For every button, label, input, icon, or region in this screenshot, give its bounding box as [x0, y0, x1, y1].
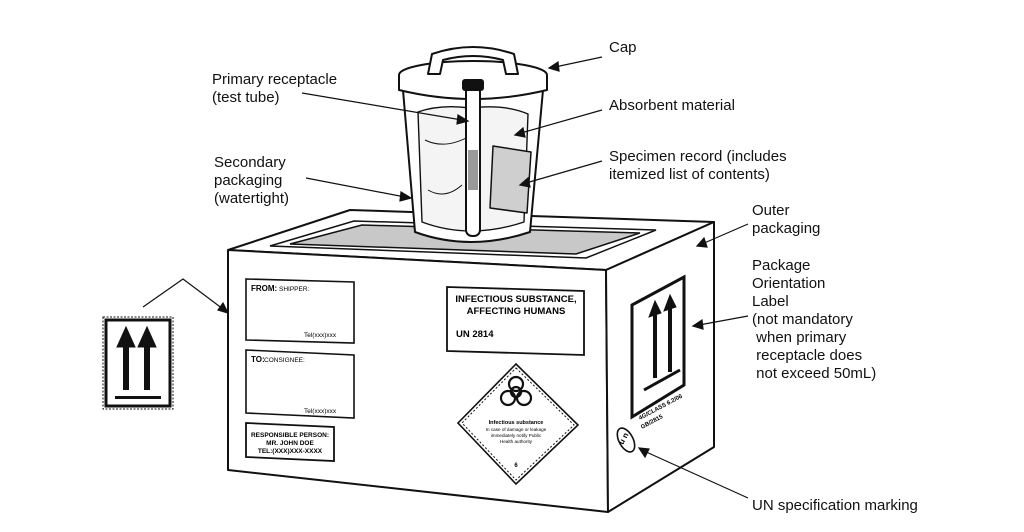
callout-specimen-record: Specimen record (includes itemized list …: [609, 148, 787, 183]
from-sub: SHIPPER:: [279, 286, 310, 293]
diamond-line-4: Health authority: [500, 439, 533, 444]
un-number: UN 2814: [456, 329, 494, 340]
to-label-box: TO: CONSIGNEE: Tel(xxx)xxx: [245, 349, 355, 419]
callout-absorbent-material: Absorbent material: [609, 97, 735, 114]
leader-lines: [142, 56, 749, 499]
callout-un-specification-marking: UN specification marking: [752, 497, 918, 514]
biohazard-icon: [499, 375, 533, 407]
diamond-line-1: Infectious substance: [489, 420, 544, 426]
infectious-hazard-diamond: Infectious substance In case of damage o…: [456, 362, 580, 486]
responsible-line-2: MR. JOHN DOE: [266, 440, 314, 447]
this-way-up-arrows-icon: [115, 325, 161, 399]
to-tel: Tel(xxx)xxx: [304, 408, 337, 415]
callout-outer-packaging: Outer packaging: [752, 202, 821, 237]
to-sub: CONSIGNEE:: [264, 357, 305, 364]
diamond-class: 6: [514, 463, 518, 469]
callout-cap: Cap: [609, 39, 637, 56]
from-label-box: FROM: SHIPPER: Tel(xxx)xxx: [245, 278, 355, 344]
from-tel: Tel(xxx)xxx: [304, 332, 337, 339]
secondary-container: [398, 46, 548, 243]
diamond-line-2: In case of damage or leakage: [486, 427, 547, 432]
callout-orientation-label: Package Orientation Label (not mandatory…: [752, 257, 877, 382]
un-packaging-symbol-icon: [616, 427, 636, 453]
infectious-line-2: AFFECTING HUMANS: [467, 306, 566, 317]
standalone-orientation-label: [102, 316, 174, 410]
callout-primary-receptacle: Primary receptacle (test tube): [212, 71, 338, 106]
responsible-person-box: RESPONSIBLE PERSON: MR. JOHN DOE TEL:(XX…: [245, 422, 335, 462]
responsible-line-3: TEL:(XXX)XXX-XXXX: [258, 448, 323, 455]
responsible-line-1: RESPONSIBLE PERSON:: [251, 432, 329, 439]
from-label: FROM:: [251, 284, 277, 293]
this-way-up-arrows-icon: [643, 293, 681, 392]
side-orientation-label: [630, 274, 686, 420]
infectious-substance-box: INFECTIOUS SUBSTANCE, AFFECTING HUMANS U…: [446, 286, 585, 356]
infectious-line-1: INFECTIOUS SUBSTANCE,: [455, 294, 576, 305]
box-opening: [269, 220, 657, 259]
diamond-line-3: immediately notify Public: [491, 433, 542, 438]
to-label: TO:: [251, 355, 265, 364]
callout-secondary-packaging: Secondary packaging (watertight): [214, 154, 290, 207]
